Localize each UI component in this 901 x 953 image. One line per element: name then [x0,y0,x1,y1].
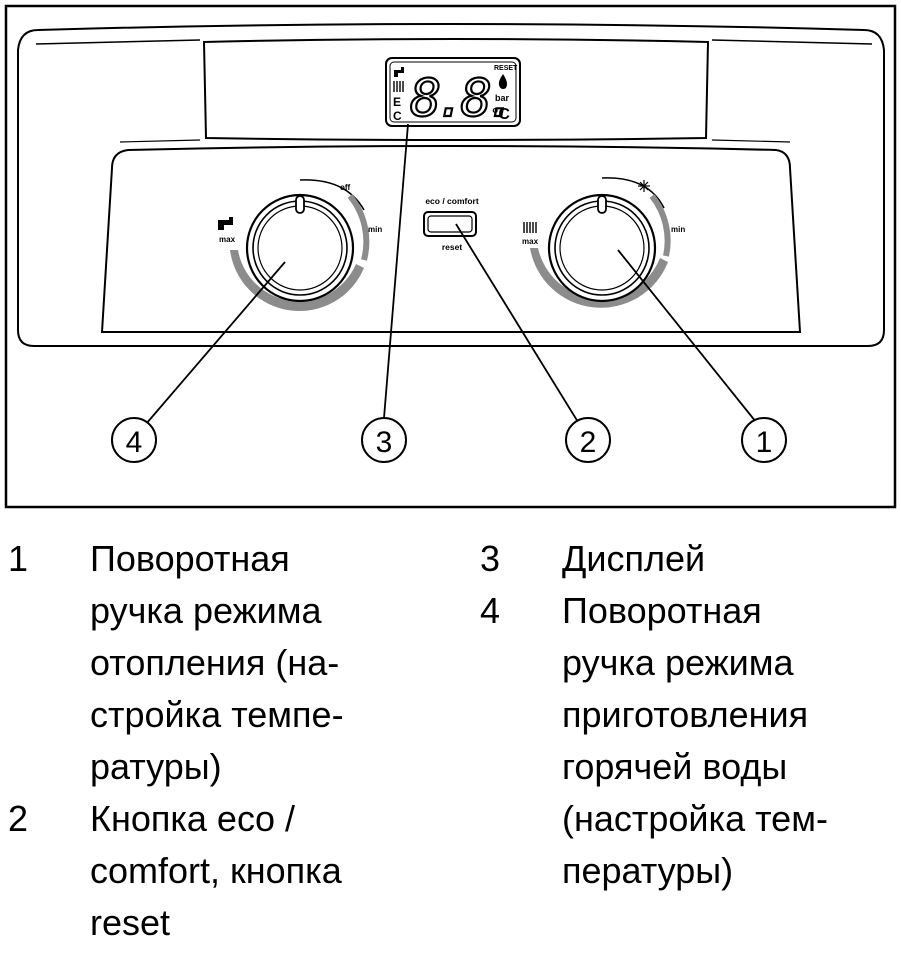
heating-knob-pointer [597,195,607,214]
leader-line-3 [383,123,409,419]
callout-1: 1 [741,417,787,463]
heating-scale-thin [601,177,665,209]
legend-item-2: 2 Кнопка eco / comfort, кнопка reset [8,793,428,953]
hot-water-tap-icon [394,67,404,77]
hot-water-off-label: off [340,183,351,192]
heating-min-label: min [671,225,685,234]
eco-comfort-reset-button[interactable]: eco / comfort reset [423,196,479,252]
lcd-e-label: E [393,95,401,109]
callout-4: 4 [111,417,157,463]
tap-icon [218,217,233,230]
flame-icon [498,74,507,89]
lcd-bar-label: bar [495,93,510,103]
lcd-display: E C 8.8. RESET bar °C [385,57,521,130]
panel-shoulder-left [35,39,201,45]
lcd-reset-label: RESET [494,65,518,72]
svg-text:2: 2 [580,426,597,459]
hot-water-min-label: min [368,225,382,234]
panel-mid-line-right [711,139,791,143]
leader-line-1 [617,249,757,423]
heating-knob[interactable]: max min [522,177,685,308]
hot-water-scale-gray [230,250,364,311]
lcd-celsius-label: °C [492,106,510,123]
legend-text: Дисплей [562,538,706,579]
legend-number: 4 [480,590,501,631]
hot-water-scale-upper [347,194,370,261]
callout-2: 2 [565,417,611,463]
hot-water-knob[interactable]: max off min [218,179,382,311]
heating-scale-upper [649,194,671,257]
hot-water-max-label: max [219,235,236,244]
leader-line-2 [455,223,579,423]
heating-max-label: max [522,237,539,246]
heating-scale-gray [530,248,668,308]
hot-water-scale-thin [299,179,365,211]
hot-water-knob-pointer [295,195,305,214]
legend-item-1: 1 Поворотная ручка режима отопления (на-… [8,533,428,803]
svg-text:3: 3 [376,426,393,459]
legend-number: 2 [8,798,29,839]
legend-number: 1 [8,538,29,579]
legend-text: Поворотная ручка режима отопления (на- с… [90,538,344,787]
callout-3: 3 [361,417,407,463]
svg-text:4: 4 [126,426,143,459]
snowflake-frost-icon [638,180,650,192]
leader-line-4 [145,261,286,425]
legend-item-4: 4 Поворотная ручка режима приготовления … [480,585,900,905]
legend-text: Кнопка eco / comfort, кнопка reset [90,798,342,943]
lcd-digits: 8.8. [410,69,511,129]
svg-text:1: 1 [756,426,773,459]
lower-panel-housing [100,145,802,333]
legend-text: Поворотная ручка режима приготовления го… [562,590,828,891]
radiator-max-icon [523,222,537,233]
lcd-c-label: C [393,109,402,123]
legend-number: 3 [480,538,501,579]
panel-mid-line-left [119,139,201,143]
radiator-icon [393,81,404,92]
boiler-control-panel-diagram: E C 8.8. RESET bar °C max off min eco / … [4,4,897,509]
legend-item-3: 3 Дисплей [480,533,900,587]
panel-shoulder-right [711,39,873,45]
reset-label: reset [442,242,462,252]
eco-comfort-label: eco / comfort [425,196,479,206]
